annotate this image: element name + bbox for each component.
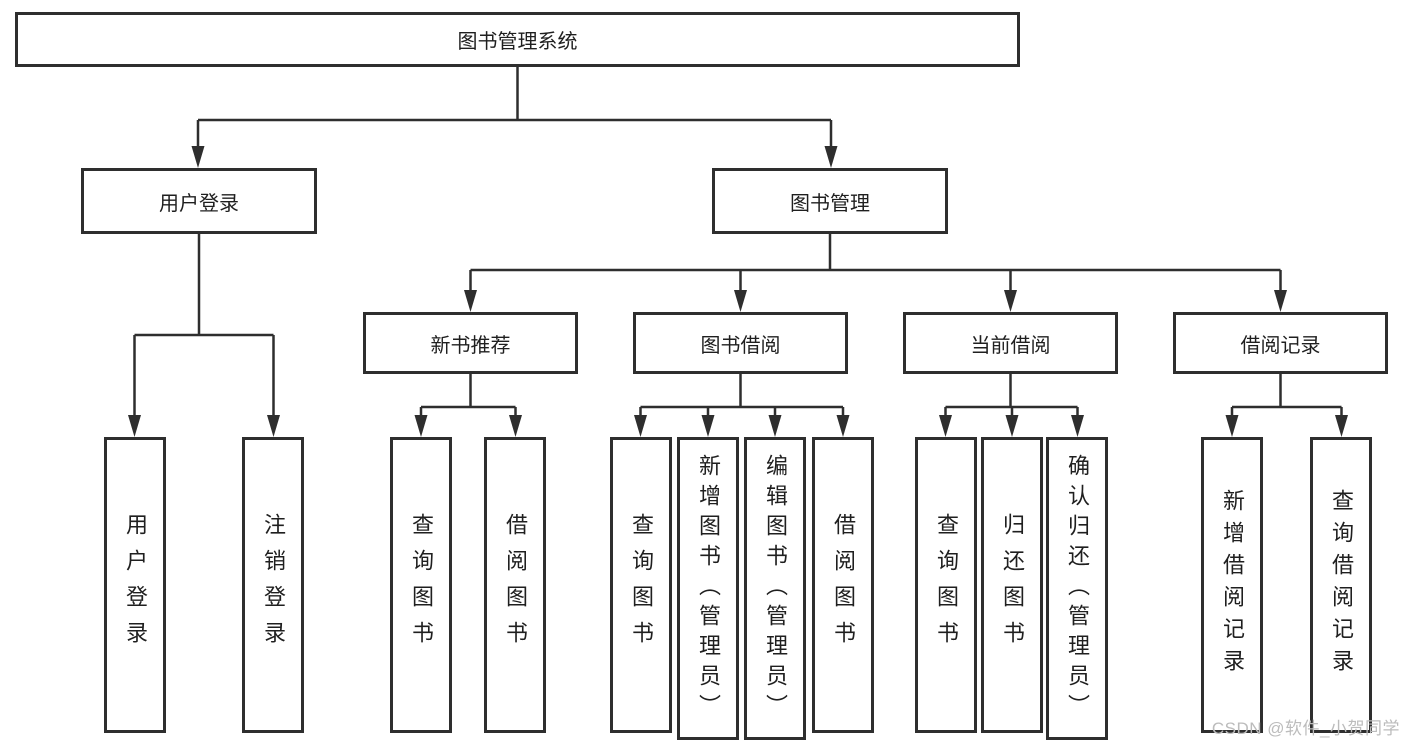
leaf-confirm-return-admin: 确认归还（管理员） bbox=[1046, 437, 1108, 740]
leaf-label: 注销登录 bbox=[261, 513, 286, 657]
root-node-label: 图书管理系统 bbox=[457, 31, 578, 53]
node-label: 借阅记录 bbox=[1240, 334, 1321, 357]
leaf-label: 查询图书 bbox=[629, 513, 654, 657]
leaf-query-books-recommend: 查询图书 bbox=[390, 437, 452, 733]
leaf-query-books-current: 查询图书 bbox=[915, 437, 977, 733]
node-label: 图书管理 bbox=[790, 192, 870, 215]
leaf-query-borrow-record: 查询借阅记录 bbox=[1310, 437, 1372, 733]
leaf-label: 借阅图书 bbox=[831, 513, 856, 657]
leaf-label: 查询借阅记录 bbox=[1329, 489, 1354, 681]
node-label: 用户登录 bbox=[159, 192, 239, 215]
leaf-label: 新增借阅记录 bbox=[1220, 489, 1245, 681]
node-book-borrow: 图书借阅 bbox=[633, 312, 848, 374]
node-book-management: 图书管理 bbox=[712, 168, 948, 234]
node-new-book-recommend: 新书推荐 bbox=[363, 312, 578, 374]
leaf-borrow-books-recommend: 借阅图书 bbox=[484, 437, 546, 733]
leaf-label: 用户登录 bbox=[123, 513, 148, 657]
leaf-label: 借阅图书 bbox=[503, 513, 528, 657]
node-label: 图书借阅 bbox=[700, 334, 781, 357]
leaf-label: 新增图书（管理员） bbox=[696, 453, 721, 724]
node-borrow-records: 借阅记录 bbox=[1173, 312, 1388, 374]
root-node-library-system: 图书管理系统 bbox=[15, 12, 1020, 67]
leaf-edit-books-admin: 编辑图书（管理员） bbox=[744, 437, 806, 740]
node-current-borrow: 当前借阅 bbox=[903, 312, 1118, 374]
leaf-user-login: 用户登录 bbox=[104, 437, 166, 733]
leaf-label: 编辑图书（管理员） bbox=[763, 453, 788, 724]
leaf-label: 确认归还（管理员） bbox=[1065, 453, 1090, 724]
csdn-watermark: CSDN @软件_小贺同学 bbox=[1211, 719, 1400, 738]
leaf-borrow-books: 借阅图书 bbox=[812, 437, 874, 733]
leaf-query-books-borrow: 查询图书 bbox=[610, 437, 672, 733]
leaf-label: 查询图书 bbox=[934, 513, 959, 657]
node-label: 当前借阅 bbox=[970, 334, 1051, 357]
leaf-label: 查询图书 bbox=[409, 513, 434, 657]
node-label: 新书推荐 bbox=[430, 334, 511, 357]
node-user-login: 用户登录 bbox=[81, 168, 317, 234]
leaf-add-borrow-record: 新增借阅记录 bbox=[1201, 437, 1263, 733]
leaf-label: 归还图书 bbox=[1000, 513, 1025, 657]
leaf-add-books-admin: 新增图书（管理员） bbox=[677, 437, 739, 740]
leaf-return-books: 归还图书 bbox=[981, 437, 1043, 733]
leaf-logout: 注销登录 bbox=[242, 437, 304, 733]
